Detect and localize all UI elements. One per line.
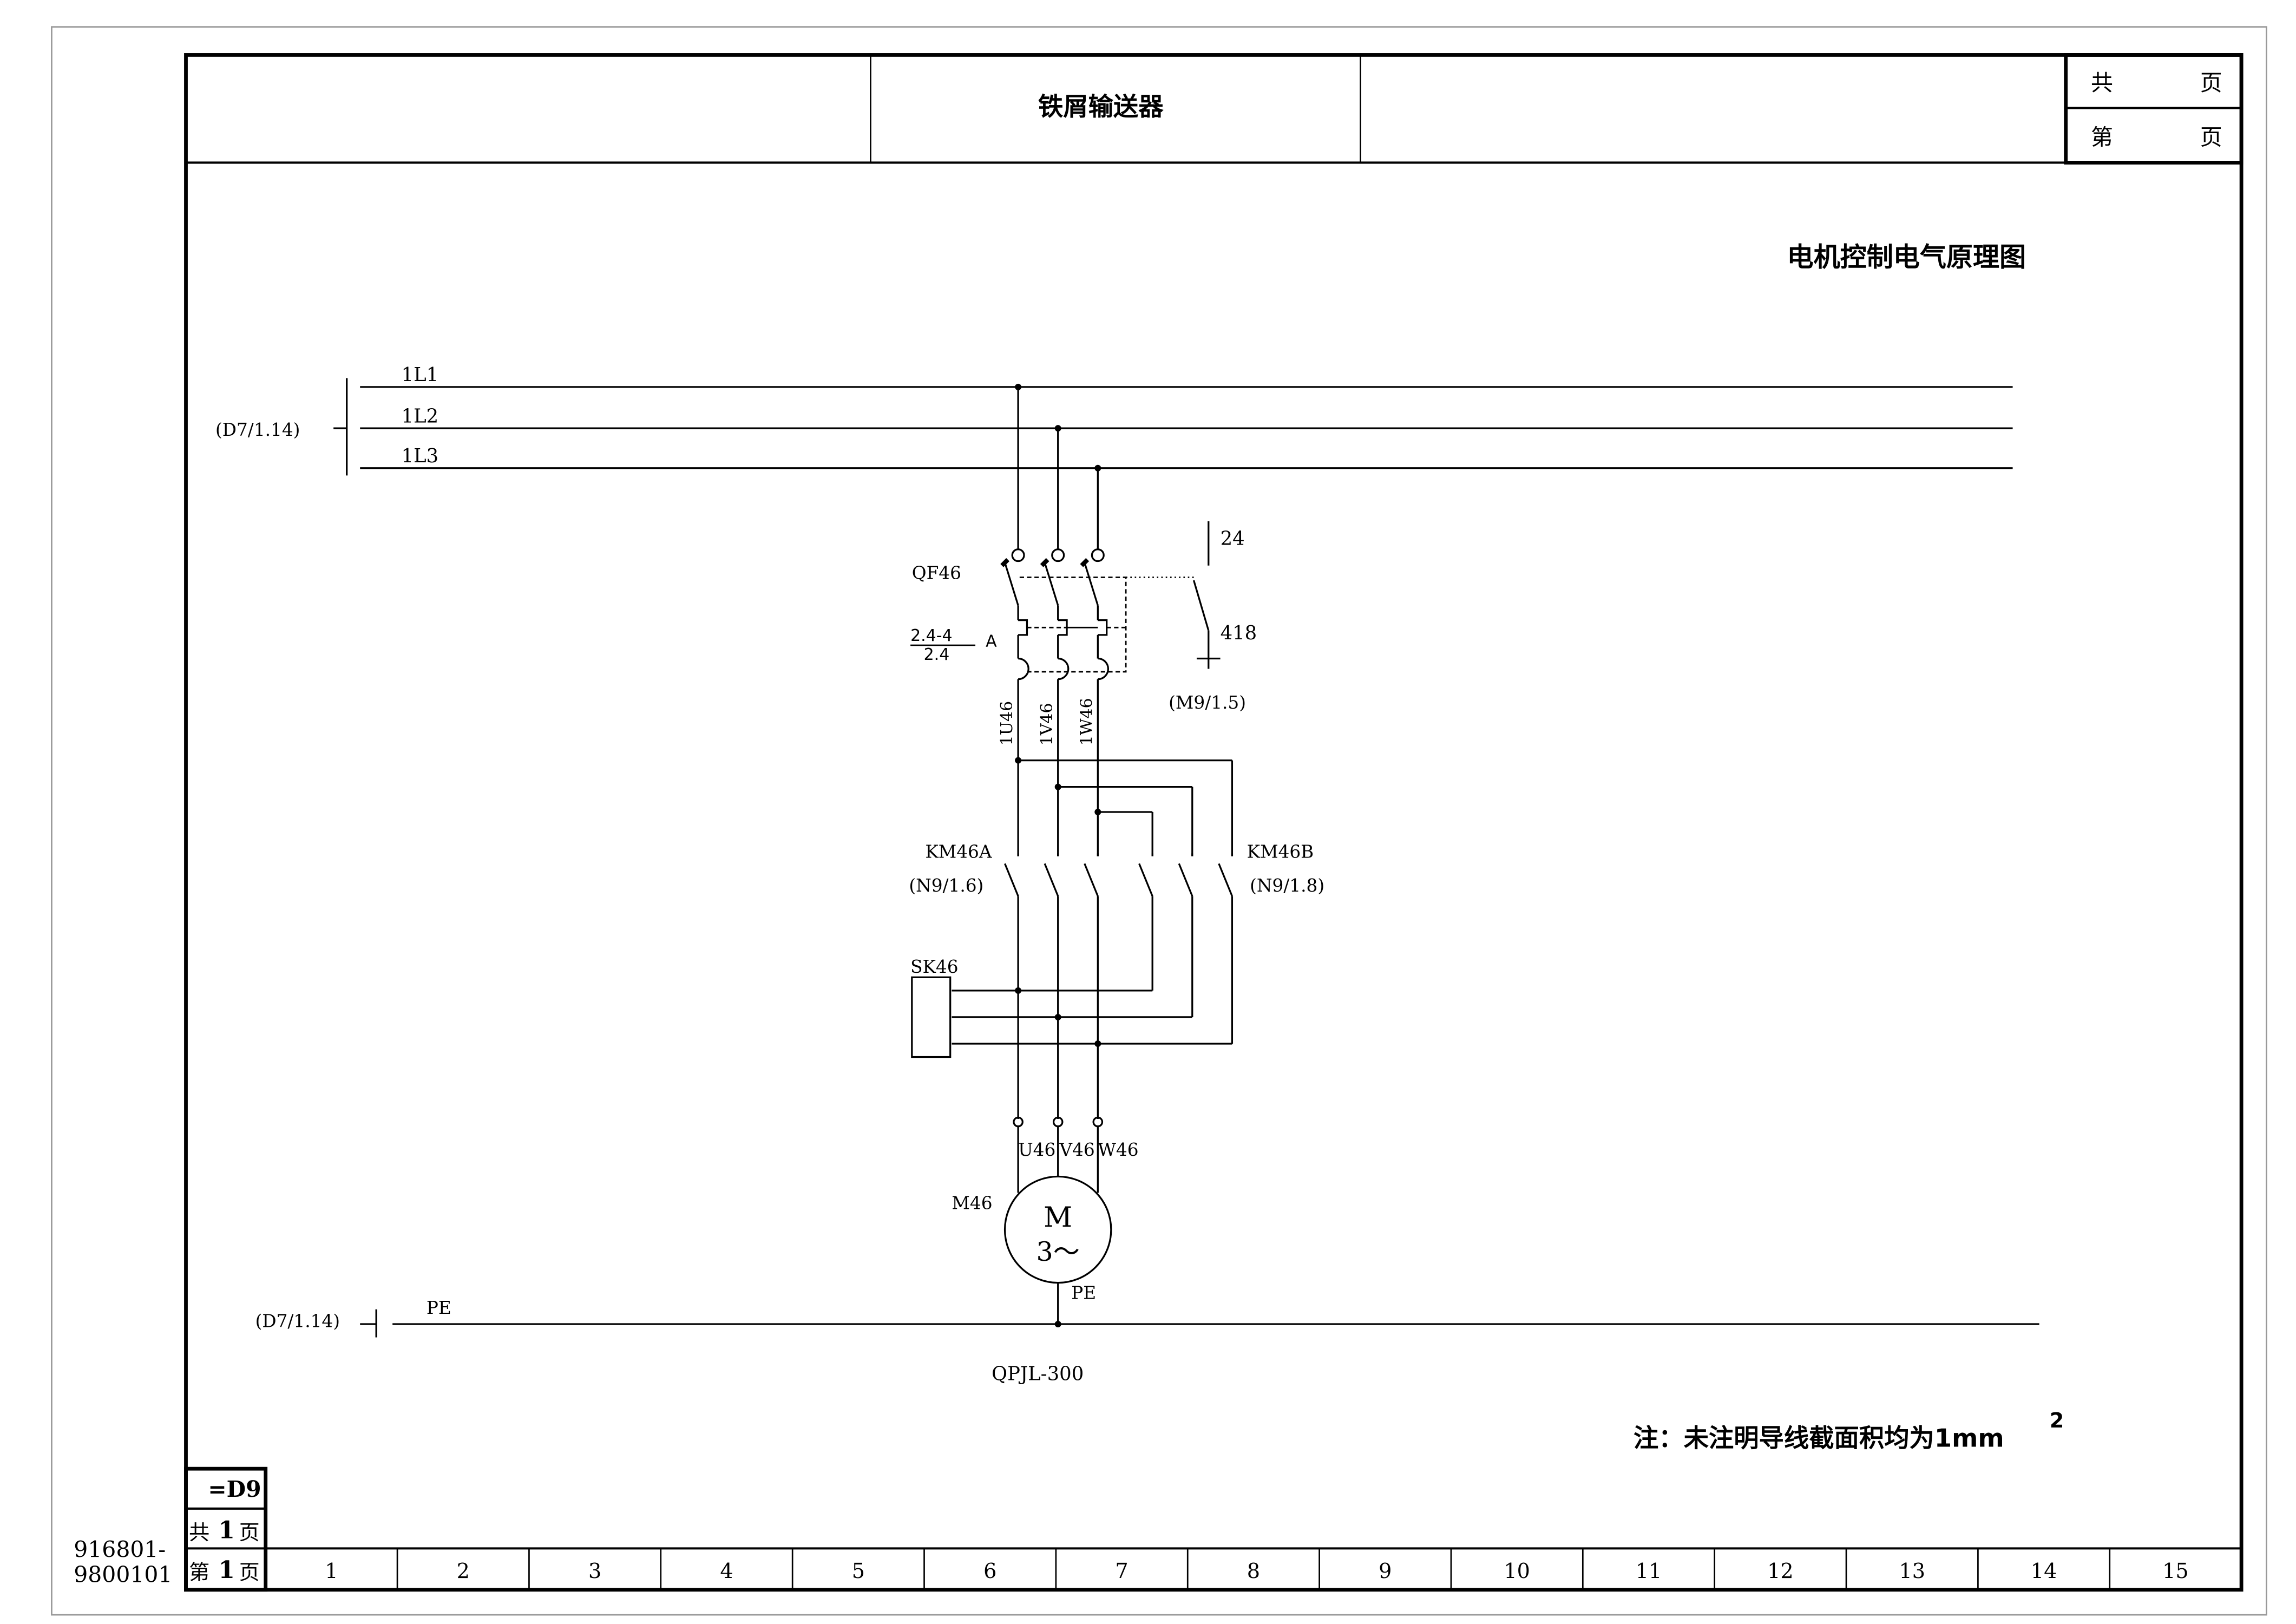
outer-border [51, 26, 2267, 1616]
junction-dot [1094, 809, 1101, 815]
column-number: 5 [852, 1559, 865, 1583]
junction-dot [1054, 1321, 1061, 1327]
drawing-number-line1: 916801- [74, 1537, 166, 1563]
aux-contact [1192, 521, 1221, 669]
page-label: 第 [2091, 125, 2113, 150]
page-block-page-num: 1 [218, 1556, 234, 1584]
motor-terminal-w: W46 [1098, 1140, 1138, 1160]
page-unit: 页 [2200, 125, 2222, 150]
drawing-frame [184, 53, 2243, 1592]
title-block: 铁屑输送器 共 页 第 页 [186, 53, 2243, 165]
aux-contact-ref: (M9/1.5) [1169, 692, 1246, 713]
junction-dot [1015, 757, 1022, 764]
motor-terminal-v: V46 [1059, 1140, 1094, 1160]
aux-contact-top: 24 [1221, 528, 1245, 550]
pe-bus-label: PE [427, 1298, 451, 1318]
motor-pe-label: PE [1071, 1283, 1096, 1304]
pe-bus [360, 1309, 2039, 1338]
column-number: 10 [1504, 1559, 1530, 1583]
column-number: 11 [1636, 1559, 1662, 1583]
drawing-number-line2: 9800101 [74, 1562, 172, 1588]
sheet-title: 铁屑输送器 [1038, 92, 1164, 121]
contactor-b-ref: (N9/1.8) [1250, 875, 1324, 896]
junction-dot [1094, 1040, 1101, 1047]
column-number: 9 [1379, 1559, 1392, 1583]
column-number: 13 [1899, 1559, 1925, 1583]
total-pages-label: 共 [2091, 70, 2113, 96]
junction-dot [1054, 783, 1061, 790]
contactor-b-tag: KM46B [1247, 842, 1314, 862]
contactor-contacts [952, 853, 1234, 1119]
column-number: 2 [457, 1559, 470, 1583]
switch-tag: SK46 [910, 957, 958, 977]
motor-letter: M [1044, 1201, 1072, 1234]
page-block [184, 1466, 268, 1592]
wire-label-1u46: 1U46 [998, 701, 1016, 745]
aux-contact-bottom: 418 [1221, 622, 1257, 644]
breaker-qf46 [1000, 548, 1194, 812]
junction-dot [1015, 383, 1022, 390]
motor-tag: M46 [952, 1193, 992, 1213]
page-block-page-unit: 页 [239, 1561, 260, 1584]
page-block-page-label: 第 [189, 1561, 209, 1584]
feeder-lines [1017, 387, 1099, 549]
column-number: 7 [1115, 1559, 1128, 1583]
busbar-label-l1: 1L1 [402, 364, 439, 386]
reversing-wiring [1017, 759, 1234, 856]
column-number: 6 [983, 1559, 996, 1583]
busbar-label-l3: 1L3 [402, 445, 439, 467]
note-text: 注：未注明导线截面积均为1mm [1634, 1423, 2004, 1452]
column-number: 3 [588, 1559, 601, 1583]
breaker-tag: QF46 [912, 562, 961, 583]
column-number: 15 [2162, 1559, 2189, 1583]
junction-dot [1015, 987, 1022, 994]
column-number: 8 [1247, 1559, 1260, 1583]
column-number: 14 [2031, 1559, 2057, 1583]
motor-phase: 3～ [1037, 1236, 1080, 1267]
contactor-a-ref: (N9/1.6) [909, 875, 983, 896]
switch-sk46 [911, 976, 952, 1058]
motor-terminal-u: U46 [1018, 1140, 1055, 1160]
column-number: 1 [325, 1559, 338, 1583]
busbar-label-l2: 1L2 [402, 405, 439, 427]
main-busbars [333, 378, 2013, 476]
motor-terminals [1013, 1116, 1104, 1193]
breaker-setting-unit: A [986, 632, 997, 651]
page-block-designation: =D9 [208, 1476, 261, 1502]
wire-label-1v46: 1V46 [1038, 703, 1057, 745]
junction-dot [1054, 1013, 1061, 1020]
contactor-a-tag: KM46A [925, 842, 992, 862]
drawing-title: 电机控制电气原理图 [1787, 241, 2026, 272]
page-block-total-num: 1 [218, 1516, 234, 1544]
breaker-setting-bottom: 2.4 [924, 645, 950, 664]
column-number: 4 [720, 1559, 733, 1583]
cable-designation: QPJL-300 [992, 1363, 1084, 1385]
busbar-ref: (D7/1.14) [215, 420, 300, 440]
page-block-total-label: 共 [189, 1521, 209, 1544]
breaker-setting-top: 2.4-4 [910, 626, 953, 645]
pe-bus-ref: (D7/1.14) [255, 1311, 340, 1331]
wire-label-1w46: 1W46 [1077, 698, 1096, 745]
column-number: 12 [1767, 1559, 1794, 1583]
page-block-total-unit: 页 [239, 1521, 260, 1544]
total-pages-unit: 页 [2200, 70, 2222, 96]
note-superscript: 2 [2050, 1409, 2064, 1432]
